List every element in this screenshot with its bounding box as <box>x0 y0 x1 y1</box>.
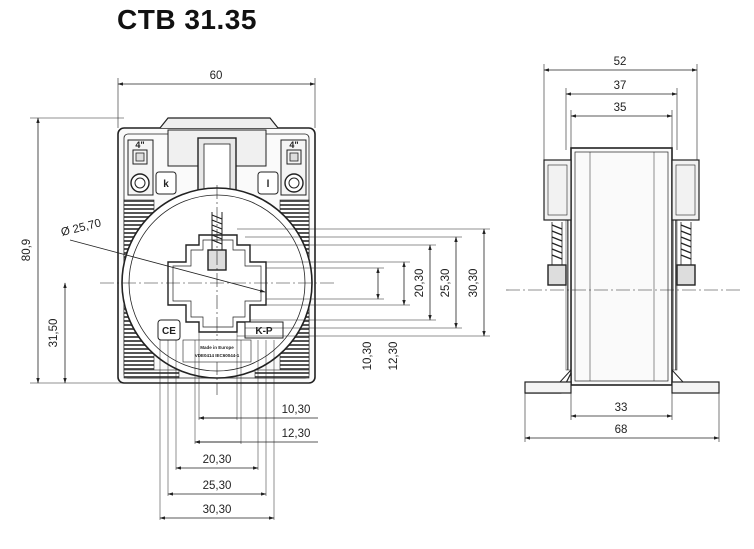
kp-logo <box>244 321 284 339</box>
dim-w-25-label: 25,30 <box>203 480 232 492</box>
dim-height-label: 80,9 <box>21 239 33 261</box>
kp-logo-label: K-P <box>255 326 273 337</box>
terminal-l-label-box <box>257 171 279 195</box>
side-terminal-left <box>543 159 572 286</box>
dim-w-20-label: 20,30 <box>203 454 232 466</box>
dim-h-12-label: 12,30 <box>388 342 400 371</box>
page-title: CTB 31.35 <box>117 4 257 35</box>
dim-h-30-label: 30,30 <box>468 269 480 298</box>
terminal-k-label-box <box>155 171 177 195</box>
pin-label-left: 4" <box>135 140 144 150</box>
diameter-leader <box>69 239 266 293</box>
rating-plate <box>182 339 252 363</box>
dim-width-label: 60 <box>210 70 223 82</box>
dim-h-10-label: 10,30 <box>362 342 374 371</box>
side-terminal-right <box>671 159 700 286</box>
dim-center-height-label: 31,50 <box>48 319 60 348</box>
dim-h-20-label: 20,30 <box>414 269 426 298</box>
dim-side-68-label: 68 <box>615 424 628 436</box>
dim-w-30-label: 30,30 <box>203 504 232 516</box>
dim-h-25-label: 25,30 <box>440 269 452 298</box>
terminal-k-label: k <box>163 179 169 190</box>
stamp-line2: VDE0414 IEC60044-1 <box>195 353 240 358</box>
dim-side-35-label: 35 <box>614 102 627 114</box>
side-body <box>570 147 673 386</box>
dim-side-37-label: 37 <box>614 80 627 92</box>
dim-diameter-label: Ø 25,70 <box>60 217 103 239</box>
dim-w-12-label: 12,30 <box>282 428 311 440</box>
ce-mark-label: CE <box>162 326 176 337</box>
dim-side-52-label: 52 <box>614 56 627 68</box>
terminal-right <box>280 139 307 196</box>
stamp-line1: Made in Europe <box>200 345 234 350</box>
dim-side-33-label: 33 <box>615 402 628 414</box>
terminal-left <box>127 139 154 196</box>
ce-mark <box>157 319 181 341</box>
dim-w-10-label: 10,30 <box>282 404 311 416</box>
side-view <box>506 64 740 442</box>
pin-label-right: 4" <box>289 140 298 150</box>
front-view <box>30 78 490 520</box>
terminal-l-label: l <box>267 179 270 190</box>
mounting-foot-right <box>671 381 720 394</box>
